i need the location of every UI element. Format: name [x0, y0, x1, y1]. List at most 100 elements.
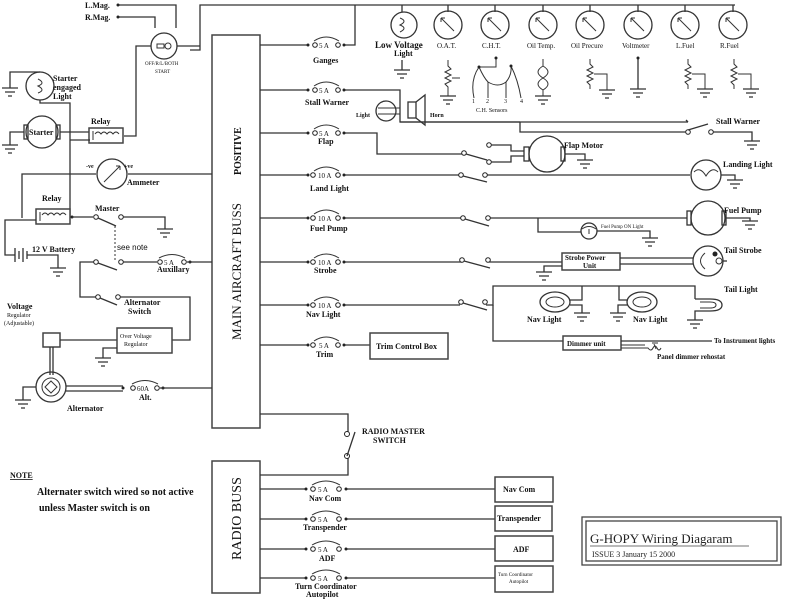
fuse-trim[interactable]: 5 A Trim — [260, 336, 370, 359]
radio-circuit-transponder[interactable]: 5 A Transpender Transpender — [260, 505, 553, 532]
svg-text:10 A: 10 A — [318, 302, 331, 310]
svg-text:O.A.T.: O.A.T. — [437, 42, 456, 50]
svg-text:Starter: Starter — [53, 74, 78, 83]
svg-text:Tail Light: Tail Light — [724, 285, 758, 294]
land-light-switch[interactable] — [458, 172, 488, 183]
stall-light: Light — [356, 100, 400, 122]
svg-text:60A: 60A — [137, 385, 149, 393]
diagram-issue: ISSUE 3 January 15 2000 — [592, 550, 675, 559]
fuse-auxillary[interactable]: 5 A Auxillary — [157, 254, 212, 275]
svg-text:Low Voltage: Low Voltage — [375, 40, 423, 50]
ch-sensors: 1 2 3 4 C.H. Sensors — [472, 56, 523, 114]
fuse-fuel-pump[interactable]: 10 A Fuel Pump — [260, 209, 687, 233]
fuse-land-light[interactable]: 10 A Land Light — [260, 166, 690, 193]
nav-light-switch[interactable] — [458, 299, 488, 311]
battery-12v: 12 V Battery — [14, 245, 75, 277]
svg-text:Voltage: Voltage — [7, 302, 33, 311]
svg-text:Strobe Power: Strobe Power — [565, 254, 606, 262]
svg-text:Nav Light: Nav Light — [527, 315, 562, 324]
diagram-title: G-HOPY Wiring Diagaram — [590, 531, 732, 546]
gauge-voltmeter: Voltmeter — [622, 5, 653, 98]
gauge-oil-pressure: Oil Precure — [571, 5, 615, 99]
svg-text:Stall Warner: Stall Warner — [305, 98, 350, 107]
svg-text:Alternator: Alternator — [67, 404, 104, 413]
relay-master: Relay — [4, 194, 93, 256]
svg-text:START: START — [155, 70, 170, 75]
radio-master-switch[interactable] — [346, 431, 356, 457]
tail-strobe: Tail Strobe — [692, 245, 762, 277]
main-buss-label: MAIN AIRCRAFT BUSS — [229, 203, 244, 340]
svg-text:Unit: Unit — [583, 262, 597, 270]
svg-text:Stall Warner: Stall Warner — [716, 117, 761, 126]
ignition-switch[interactable]: L.Mag. R.Mag. OFF/R/L/BOTH START — [85, 1, 200, 137]
radio-circuit-turn-coordinator[interactable]: 5 A Turn Coordinator Autopilot Turn Coor… — [260, 565, 554, 599]
radio-buss — [211, 460, 261, 594]
gauge-l-fuel: L.Fuel — [670, 5, 713, 98]
radio-master-label-1: RADIO MASTER — [362, 427, 425, 436]
svg-text:Switch: Switch — [128, 307, 152, 316]
svg-text:Regulator: Regulator — [124, 342, 148, 348]
fuel-pump-on-light: Fuel Pump ON Light — [537, 218, 658, 247]
svg-text:Trim: Trim — [316, 350, 334, 359]
svg-text:Fuel Pump: Fuel Pump — [310, 224, 348, 233]
svg-text:Landing Light: Landing Light — [723, 160, 773, 169]
svg-text:Relay: Relay — [91, 117, 111, 126]
svg-text:R.Mag.: R.Mag. — [85, 13, 110, 22]
note: NOTE Alternater switch wired so not acti… — [10, 471, 194, 514]
radio-circuit-nav-com[interactable]: 5 A Nav Com Nav Com — [260, 476, 554, 503]
svg-text:(Adjustable): (Adjustable) — [4, 320, 34, 327]
fuel-pump: Fuel Pump — [686, 200, 762, 236]
flap-switch[interactable] — [461, 142, 524, 165]
nav-light-right: Nav Light — [610, 286, 668, 324]
svg-text:3: 3 — [504, 99, 507, 105]
gauge-oil-temp: Oil Temp. — [527, 5, 558, 105]
svg-text:C.H.T.: C.H.T. — [482, 42, 501, 50]
svg-text:ADF: ADF — [319, 554, 336, 563]
alternator-switch[interactable]: Alternator Switch — [95, 294, 191, 341]
svg-text:Alternator: Alternator — [124, 298, 161, 307]
svg-text:Starter: Starter — [29, 128, 54, 137]
fuse-flap[interactable]: 5 A Flap — [260, 124, 463, 155]
svg-text:-ve: -ve — [86, 164, 94, 170]
fuel-pump-switch[interactable] — [460, 215, 491, 227]
svg-text:+ve: +ve — [124, 164, 133, 170]
fuse-alt[interactable]: 60A Alt. — [121, 380, 213, 403]
svg-text:Nav Light: Nav Light — [633, 315, 668, 324]
svg-text:Nav Light: Nav Light — [306, 310, 341, 319]
svg-text:ADF: ADF — [513, 545, 530, 554]
svg-text:Dimmer unit: Dimmer unit — [567, 340, 606, 348]
fuse-strobe[interactable]: 10 A Strobe — [260, 253, 562, 275]
fuse-gauges[interactable]: 5 A Ganges — [260, 5, 356, 65]
fuse-nav-light[interactable]: 10 A Nav Light — [260, 285, 696, 319]
svg-text:Ganges: Ganges — [313, 56, 338, 65]
over-voltage-regulator: Over Voltage Regulator — [95, 327, 173, 367]
strobe-power-unit: Strobe Power Unit — [536, 252, 693, 281]
starter: Starter — [2, 115, 90, 154]
main-buss-polarity: POSITIVE — [233, 127, 244, 175]
gauge-rail — [190, 4, 735, 51]
svg-text:Transpender: Transpender — [497, 514, 541, 523]
ammeter: -ve +ve Ammeter — [21, 158, 212, 218]
stall-warner-switch[interactable]: Stall Warner — [400, 117, 761, 150]
svg-text:4: 4 — [520, 99, 523, 105]
radio-buss-label: RADIO BUSS — [230, 477, 245, 560]
svg-text:10 A: 10 A — [318, 259, 331, 267]
gauge-oat: O.A.T. — [433, 5, 463, 105]
radio-master-wire — [260, 413, 349, 476]
svg-text:Fuel Pump ON Light: Fuel Pump ON Light — [601, 225, 644, 230]
alternator: Alternator — [15, 371, 123, 413]
svg-text:5 A: 5 A — [318, 516, 328, 524]
svg-text:Land Light: Land Light — [310, 184, 349, 193]
svg-text:Turn Coordinator: Turn Coordinator — [498, 573, 533, 578]
radio-circuit-adf[interactable]: 5 A ADF ADF — [260, 535, 554, 563]
radio-master-label-2: SWITCH — [373, 436, 407, 445]
strobe-switch[interactable] — [459, 257, 491, 269]
fuse-stall-warner[interactable]: 5 A Stall Warner — [260, 81, 688, 123]
master-switch[interactable]: Master see note — [93, 204, 173, 262]
note-line-1: Alternater switch wired so not active — [37, 487, 194, 498]
svg-text:5 A: 5 A — [164, 259, 174, 267]
auxiliary-switch[interactable] — [79, 259, 157, 298]
svg-text:5 A: 5 A — [319, 130, 329, 138]
starter-engaged-light: Starter engaged Light — [2, 71, 82, 216]
